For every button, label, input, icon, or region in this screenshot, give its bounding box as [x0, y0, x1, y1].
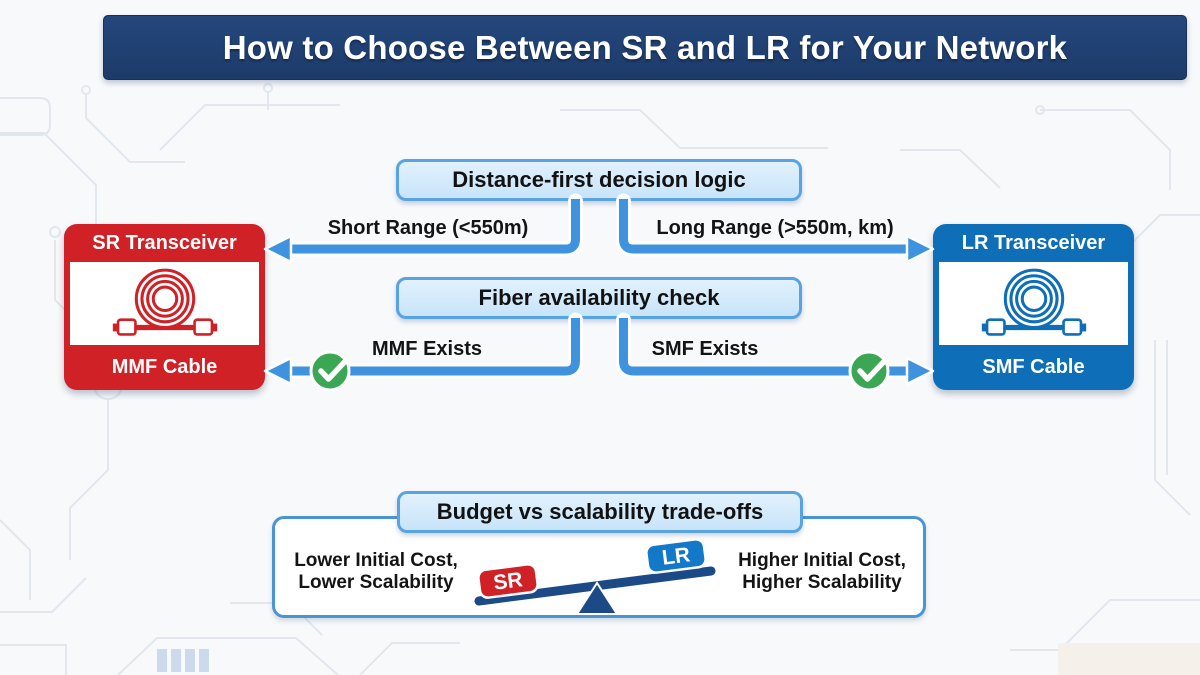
- budget-tradeoff-title: Budget vs scalability trade-offs: [436, 499, 764, 524]
- circuit-pin-bars: [157, 649, 209, 672]
- lr-tradeoff-line1: Higher Initial Cost,: [738, 550, 906, 571]
- distance-decision-label: Distance-first decision logic: [452, 167, 746, 192]
- budget-tradeoff-title-box: Budget vs scalability trade-offs: [397, 491, 803, 533]
- smf-exists-label: SMF Exists: [651, 338, 759, 360]
- lr-transceiver-card: LR Transceiver SMF Cable: [933, 224, 1134, 390]
- distance-decision-box: Distance-first decision logic: [396, 159, 802, 201]
- mmf-exists-label: MMF Exists: [371, 338, 483, 360]
- coiled-cable-icon: [112, 268, 217, 336]
- sr-card-title: SR Transceiver: [92, 231, 237, 254]
- fiber-availability-label: Fiber availability check: [478, 285, 720, 310]
- fiber-availability-box: Fiber availability check: [396, 277, 802, 319]
- sr-transceiver-card: SR Transceiver MMF Cable: [64, 224, 265, 390]
- lr-tradeoff-line2: Higher Scalability: [742, 572, 902, 593]
- sr-card-body: [70, 262, 259, 345]
- short-range-label: Short Range (<550m): [327, 217, 529, 239]
- title-bar: How to Choose Between SR and LR for Your…: [103, 15, 1187, 80]
- lr-tradeoff-text: Higher Initial Cost, Higher Scalability: [722, 550, 922, 594]
- long-range-label: Long Range (>550m, km): [656, 217, 894, 239]
- sr-card-cable-label: MMF Cable: [111, 356, 218, 378]
- lr-card-cable-label: SMF Cable: [982, 356, 1085, 378]
- sr-tradeoff-text: Lower Initial Cost, Lower Scalability: [286, 550, 466, 594]
- sr-tradeoff-line2: Lower Scalability: [298, 572, 454, 593]
- coiled-cable-icon: [981, 268, 1086, 336]
- lr-card-title: LR Transceiver: [961, 231, 1106, 254]
- page-title: How to Choose Between SR and LR for Your…: [222, 28, 1068, 66]
- lr-card-body: [939, 262, 1128, 345]
- corner-tint: [1058, 643, 1200, 675]
- sr-tradeoff-line1: Lower Initial Cost,: [294, 550, 458, 571]
